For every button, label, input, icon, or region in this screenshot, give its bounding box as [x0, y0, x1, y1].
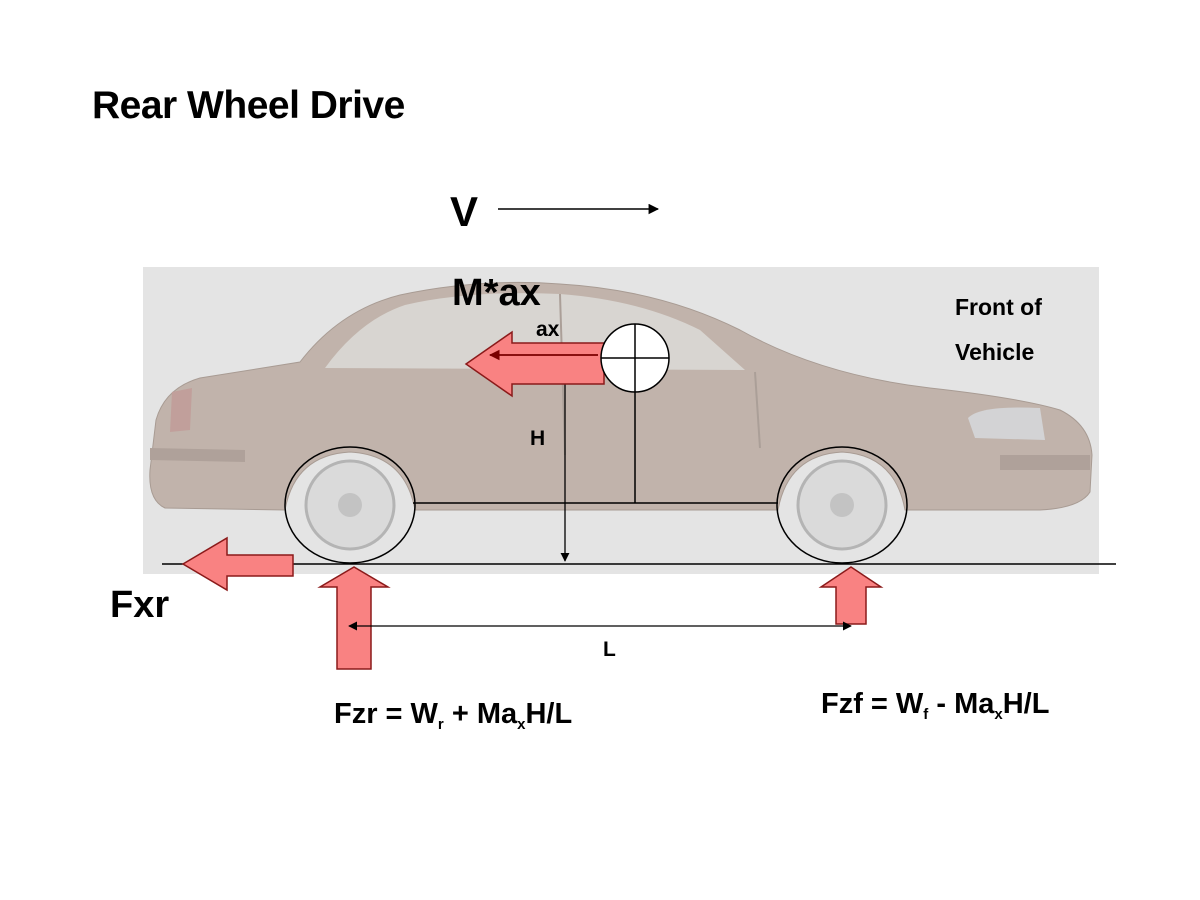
rear-normal-force-arrow	[317, 566, 391, 670]
center-of-gravity-symbol	[600, 323, 670, 393]
cg-height-label: H	[530, 427, 546, 450]
rear-tractive-force-label: Fxr	[110, 584, 170, 626]
front-normal-force-arrow	[818, 566, 884, 625]
front-wheel	[776, 446, 908, 564]
front-eq-sub-f: f	[923, 706, 929, 723]
wheelbase-label: L	[603, 638, 616, 661]
rear-eq-sub-r: r	[437, 716, 444, 733]
rear-bumper	[150, 448, 245, 462]
rear-normal-force-equation: Fzr = Wr + MaxH/L	[334, 698, 572, 733]
rear-wheel	[284, 446, 416, 564]
front-normal-force-equation: Fzf = Wf - MaxH/L	[821, 688, 1049, 723]
door-seam-rear	[754, 371, 761, 449]
front-eq-mid: - Ma	[928, 688, 995, 720]
front-eq-rhs: H/L	[1002, 688, 1050, 720]
front-label-line2: Vehicle	[955, 339, 1035, 365]
rear-hub	[338, 493, 362, 517]
front-label-line1: Front of	[955, 294, 1042, 320]
rear-tractive-force-arrow	[181, 536, 294, 592]
taillight	[170, 388, 192, 432]
front-eq-lhs: Fzf = W	[821, 688, 924, 720]
front-of-vehicle-label: Front of Vehicle	[955, 285, 1042, 375]
inertial-force-arrow	[464, 330, 605, 398]
inertial-force-label: M*ax	[452, 272, 541, 314]
rear-eq-mid: + Ma	[443, 698, 518, 730]
velocity-label: V	[450, 188, 479, 235]
rear-eq-sub-x: x	[517, 716, 526, 733]
acceleration-label: ax	[536, 318, 560, 341]
headlight	[968, 407, 1045, 440]
front-hub	[830, 493, 854, 517]
front-bumper	[1000, 455, 1090, 470]
front-eq-sub-x: x	[994, 706, 1003, 723]
rear-eq-lhs: Fzr = W	[334, 698, 438, 730]
slide-title: Rear Wheel Drive	[92, 84, 405, 127]
rear-eq-rhs: H/L	[525, 698, 573, 730]
